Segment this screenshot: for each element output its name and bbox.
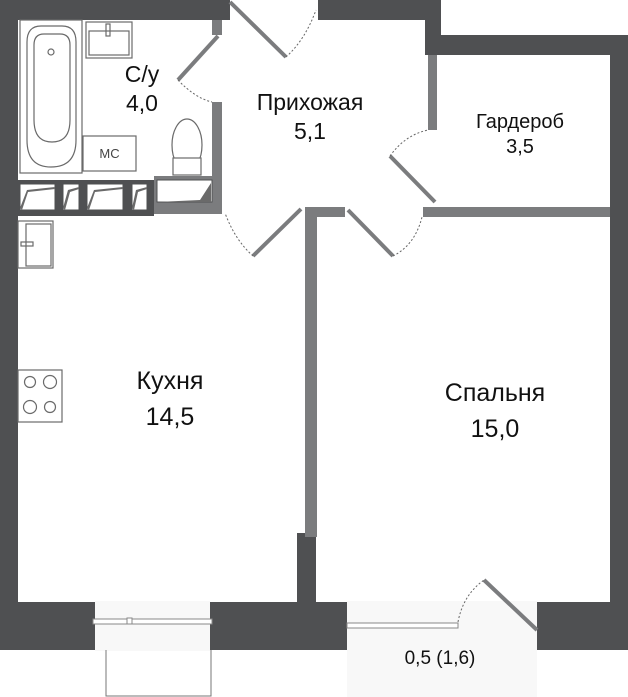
doors [176,0,539,632]
kitchen-bay-outline [105,650,212,697]
washing-machine [82,135,137,172]
bathtub [19,19,83,174]
room-bedroom: Спальня 15,0 [425,375,565,448]
stove [17,369,63,423]
shaft-hatching [20,183,211,210]
room-name: Прихожая [256,89,364,115]
room-name: Спальня [444,379,546,407]
room-area: 4,0 [126,89,158,116]
toilet [171,118,203,176]
washing-machine-label: МС [99,146,120,161]
room-wardrobe: Гардероб 3,5 [455,110,585,160]
room-name: Гардероб [476,111,564,133]
room-area: 14,5 [145,403,195,432]
room-kitchen: Кухня 14,5 [110,363,230,436]
room-hallway: Прихожая 5,1 [230,88,390,146]
room-area: 3,5 [506,136,534,158]
room-bathroom: С/у 4,0 [112,60,172,118]
door-swings [177,9,485,623]
balcony-label: 0,5 (1,6) [404,648,476,669]
balcony-area [347,601,537,697]
windows [92,617,459,629]
kitchen-sink [17,220,54,269]
room-area: 15,0 [470,415,520,444]
sink-bathroom [85,21,133,59]
room-name: Кухня [136,367,204,395]
kitchen-window-bay [95,601,210,651]
room-name: С/у [124,61,160,87]
room-area: 5,1 [294,117,326,144]
outer-walls [0,0,628,650]
